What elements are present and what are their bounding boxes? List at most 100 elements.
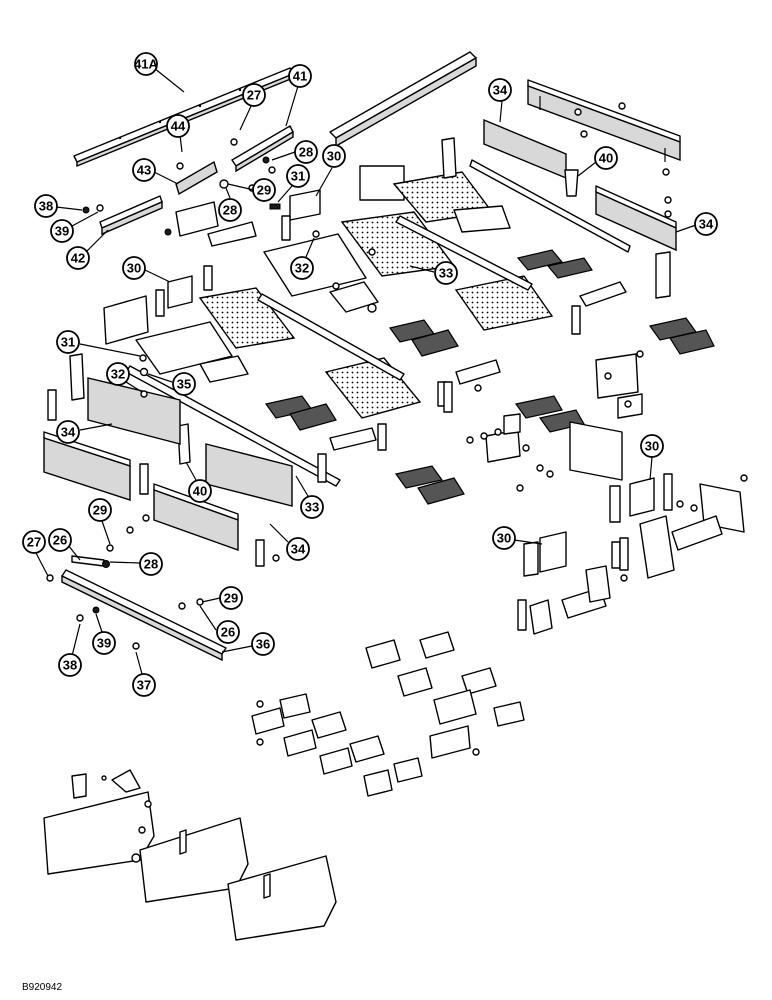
panel-e — [175, 201, 219, 237]
block-3 — [329, 427, 377, 451]
svg-text:34: 34 — [699, 217, 714, 232]
svg-text:30: 30 — [645, 439, 659, 454]
channel-34-left — [87, 377, 181, 445]
callout-26-low: 26 — [48, 528, 81, 561]
callout-34-right: 34 — [675, 212, 718, 236]
callout-40-mid: 40 — [185, 461, 212, 503]
callout-33-mid: 33 — [295, 475, 324, 519]
callout-31-top: 31 — [277, 164, 310, 203]
perforated-panel-5 — [324, 357, 422, 419]
svg-text:30: 30 — [497, 531, 511, 546]
svg-text:31: 31 — [291, 169, 305, 184]
svg-text:33: 33 — [439, 266, 453, 281]
angle-rail-34-top — [527, 79, 681, 162]
callout-31-left: 31 — [56, 330, 141, 357]
svg-text:29: 29 — [257, 183, 271, 198]
callout-38-low: 38 — [58, 623, 82, 677]
callout-40-top: 40 — [577, 146, 618, 177]
svg-text:33: 33 — [305, 500, 319, 515]
vertical-pieces — [47, 137, 673, 631]
callout-32-top: 32 — [290, 237, 315, 280]
svg-text:32: 32 — [111, 367, 125, 382]
svg-text:26: 26 — [221, 625, 235, 640]
svg-text:37: 37 — [137, 678, 151, 693]
bracket-30-top — [289, 189, 321, 221]
svg-text:28: 28 — [299, 145, 313, 160]
svg-text:32: 32 — [295, 261, 309, 276]
callout-30-low: 30 — [492, 526, 543, 550]
callout-42: 42 — [66, 229, 109, 270]
panel-g — [135, 321, 233, 375]
svg-text:38: 38 — [39, 199, 53, 214]
callout-33-right: 33 — [409, 261, 458, 285]
svg-text:40: 40 — [599, 151, 613, 166]
svg-text:39: 39 — [97, 636, 111, 651]
svg-text:27: 27 — [27, 535, 41, 550]
callout-41-top: 41 — [285, 64, 312, 127]
svg-text:41A: 41A — [134, 57, 158, 72]
svg-text:40: 40 — [193, 484, 207, 499]
callout-27-low: 27 — [22, 530, 49, 577]
reference-code: B920942 — [22, 982, 62, 993]
callout-30-right: 30 — [640, 434, 664, 481]
step-grilles — [264, 249, 715, 505]
callout-29-mid: 29 — [88, 498, 112, 545]
shield-assembly — [43, 769, 337, 941]
svg-text:41: 41 — [293, 69, 307, 84]
block-2 — [455, 359, 501, 385]
callout-39-top: 39 — [50, 211, 99, 243]
callout-41a-top: 41A — [134, 52, 185, 93]
bar-43 — [175, 160, 218, 196]
callout-43: 43 — [132, 158, 179, 185]
callout-30-top: 30 — [315, 144, 346, 197]
callout-39-low: 39 — [92, 613, 116, 655]
angle-rail-top — [329, 51, 477, 148]
block-1 — [579, 281, 627, 307]
callout-34-left: 34 — [56, 420, 113, 444]
bracket-30-mid — [167, 275, 193, 309]
angle-34-right — [595, 185, 677, 252]
callout-44: 44 — [166, 114, 190, 153]
svg-text:34: 34 — [291, 542, 306, 557]
svg-text:28: 28 — [144, 557, 158, 572]
callout-34-top: 34 — [488, 78, 512, 123]
callout-38-top: 38 — [34, 194, 83, 218]
svg-text:28: 28 — [223, 203, 237, 218]
panel-a — [359, 165, 405, 201]
callout-32-left: 32 — [106, 362, 143, 393]
callout-30-mid: 30 — [122, 256, 171, 283]
bracket-30-right — [629, 477, 655, 517]
svg-text:43: 43 — [137, 163, 151, 178]
bar-41 — [231, 125, 294, 173]
bracket-42 — [99, 195, 163, 236]
callout-37: 37 — [132, 651, 156, 697]
svg-text:35: 35 — [177, 377, 191, 392]
bracket-40-top — [564, 169, 579, 197]
callouts-layer: 41A 27 41 34 44 28 3 — [22, 52, 718, 697]
callout-28-mid: 28 — [218, 187, 242, 222]
perforated-panel-3 — [454, 275, 554, 331]
callout-26-lower: 26 — [199, 605, 240, 644]
panel-b — [453, 205, 511, 233]
svg-text:30: 30 — [327, 149, 341, 164]
svg-text:34: 34 — [61, 425, 76, 440]
callout-34-low: 34 — [269, 523, 310, 561]
svg-text:34: 34 — [493, 83, 508, 98]
svg-text:36: 36 — [256, 637, 270, 652]
rail-mid-long — [257, 293, 405, 381]
svg-text:42: 42 — [71, 251, 85, 266]
channel-34-mid — [205, 443, 293, 507]
callout-29-top: 29 — [227, 178, 276, 202]
panel-f — [103, 295, 149, 345]
panel-h — [199, 355, 249, 383]
svg-text:30: 30 — [127, 261, 141, 276]
svg-text:39: 39 — [55, 224, 69, 239]
svg-text:29: 29 — [224, 591, 238, 606]
callout-35: 35 — [147, 372, 196, 396]
svg-text:27: 27 — [247, 88, 261, 103]
callout-29-low: 29 — [201, 586, 243, 610]
svg-text:44: 44 — [171, 119, 186, 134]
svg-text:29: 29 — [93, 503, 107, 518]
rail-33-long — [395, 215, 533, 291]
